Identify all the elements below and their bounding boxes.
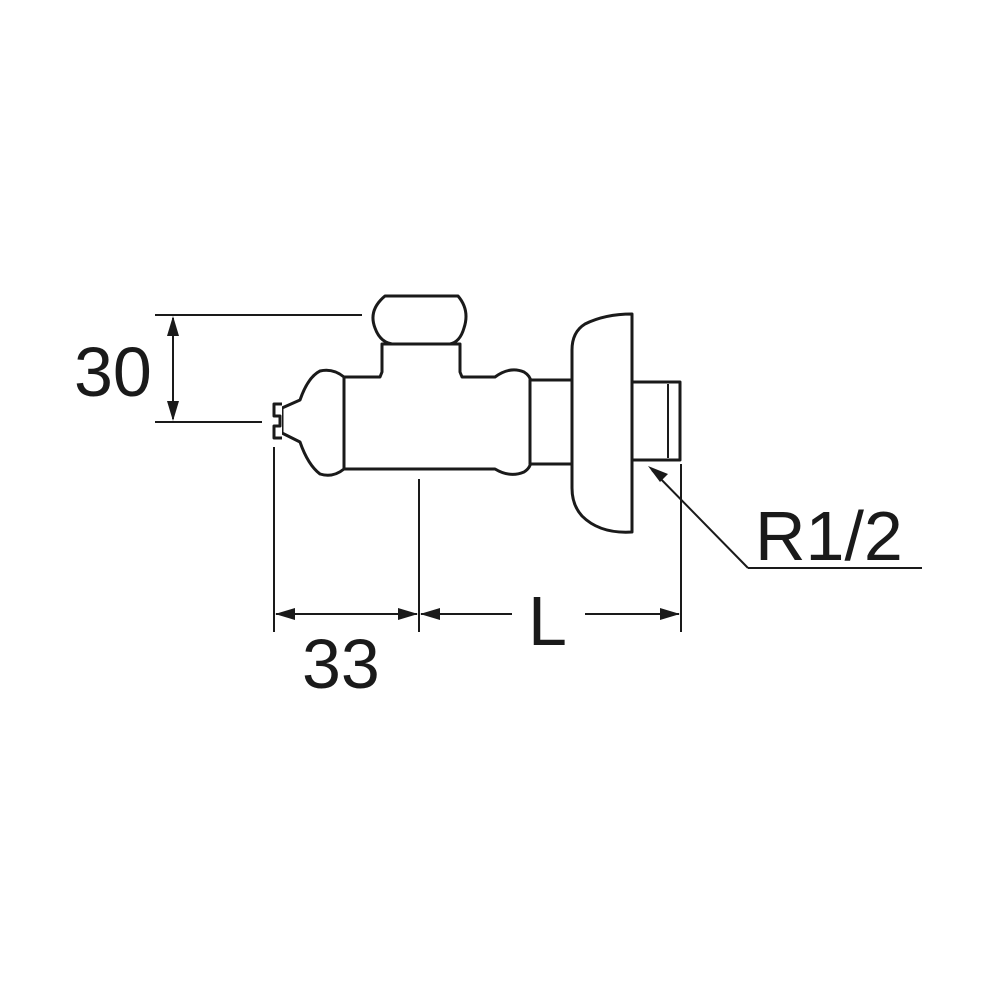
spout-arrow-left [275, 608, 295, 620]
height-dimension-label: 30 [74, 333, 152, 411]
overall-dimension-label: L [528, 582, 567, 660]
height-arrow-bottom [167, 401, 179, 421]
overall-arrow-left [420, 608, 440, 620]
overall-arrow-right [660, 608, 680, 620]
wall-flange [570, 312, 634, 534]
thread-leader-arrow [648, 466, 668, 482]
valve-slot-tip [272, 402, 282, 440]
valve-connector-sleeve [528, 378, 577, 466]
thread-leader-line [651, 469, 749, 569]
height-arrow-top [167, 316, 179, 336]
valve-body [342, 342, 533, 476]
spout-arrow-right [398, 608, 418, 620]
thread-callout-label: R1/2 [755, 497, 903, 575]
spout-dimension-label: 33 [302, 625, 380, 703]
valve-handle-knob [371, 294, 468, 346]
threaded-pipe-end [630, 380, 682, 462]
valve-outlet-bulb [280, 368, 346, 477]
